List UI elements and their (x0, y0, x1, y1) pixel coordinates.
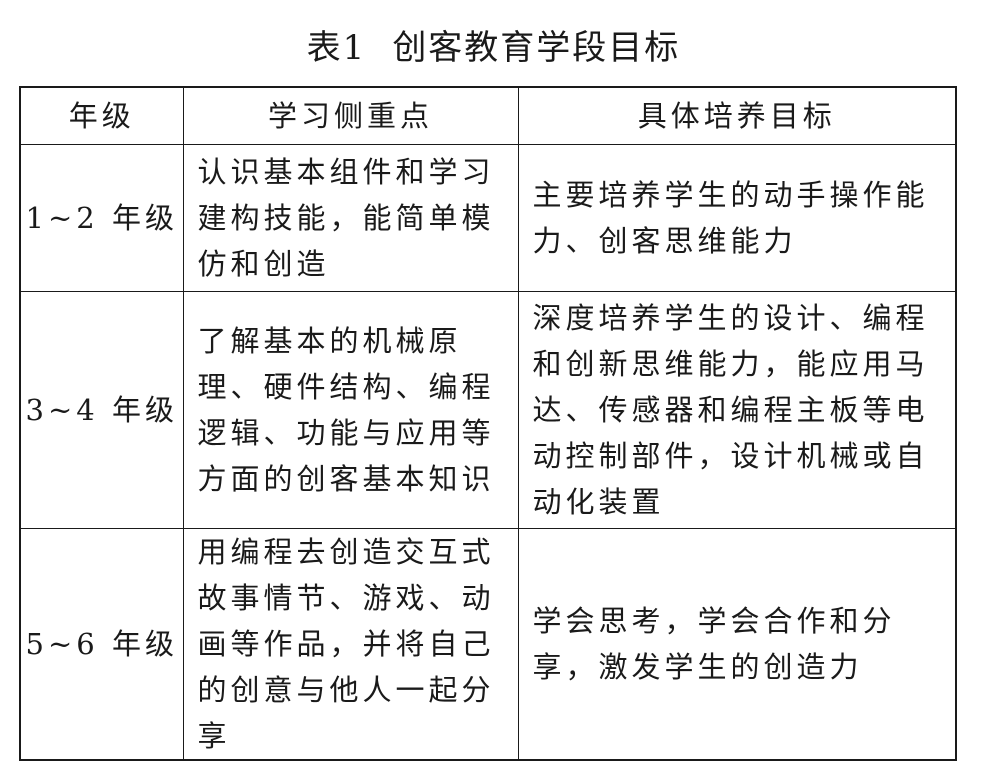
table-row: 5~6 年级 用编程去创造交互式故事情节、游戏、动画等作品，并将自己的创意与他人… (19, 528, 957, 761)
grade-goals-table: 年级 学习侧重点 具体培养目标 1~2 年级 认识基本组件和学习建构技能，能简单… (19, 86, 957, 761)
grade-cell: 5~6 年级 (19, 528, 184, 761)
table-row: 1~2 年级 认识基本组件和学习建构技能，能简单模仿和创造 主要培养学生的动手操… (19, 144, 957, 292)
table-number: 表1 (306, 28, 367, 68)
grade-cell: 3~4 年级 (19, 291, 184, 529)
goal-cell: 主要培养学生的动手操作能力、创客思维能力 (517, 144, 957, 292)
table-caption: 表1 创客教育学段目标 (0, 26, 987, 70)
header-row: 年级 学习侧重点 具体培养目标 (19, 86, 957, 145)
table-title: 创客教育学段目标 (392, 28, 681, 68)
header-focus: 学习侧重点 (182, 86, 519, 145)
table-row: 3~4 年级 了解基本的机械原理、硬件结构、编程逻辑、功能与应用等方面的创客基本… (19, 291, 957, 529)
focus-cell: 了解基本的机械原理、硬件结构、编程逻辑、功能与应用等方面的创客基本知识 (182, 291, 519, 529)
goal-cell: 深度培养学生的设计、编程和创新思维能力，能应用马达、传感器和编程主板等电动控制部… (517, 291, 957, 529)
focus-cell: 用编程去创造交互式故事情节、游戏、动画等作品，并将自己的创意与他人一起分享 (182, 528, 519, 761)
header-goal: 具体培养目标 (517, 86, 957, 145)
goal-cell: 学会思考，学会合作和分享，激发学生的创造力 (517, 528, 957, 761)
header-grade: 年级 (19, 86, 184, 145)
grade-cell: 1~2 年级 (19, 144, 184, 292)
focus-cell: 认识基本组件和学习建构技能，能简单模仿和创造 (182, 144, 519, 292)
